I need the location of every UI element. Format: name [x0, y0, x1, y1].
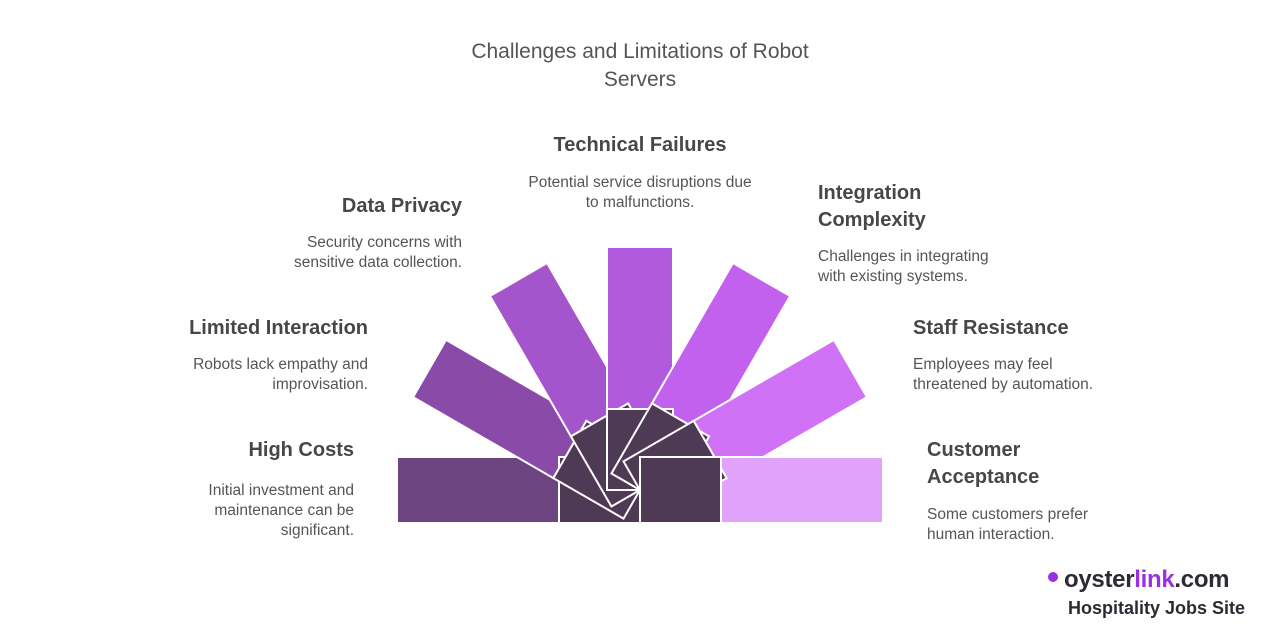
- logo-tagline: Hospitality Jobs Site: [1068, 598, 1246, 618]
- fan-segment-high-costs: [396, 456, 560, 524]
- fan-bar-customer-acceptance: [720, 456, 884, 524]
- desc-technical-failures: Potential service disruptions due to mal…: [528, 174, 752, 211]
- heading-integration-complexity: Integration Complexity: [818, 182, 926, 231]
- diagram-title: Challenges and Limitations of Robot Serv…: [471, 40, 809, 91]
- logo-text-b: link: [1134, 566, 1175, 593]
- desc-integration-complexity: Challenges in integrating with existing …: [818, 248, 989, 285]
- heading-staff-resistance: Staff Resistance: [913, 317, 1069, 339]
- logo-text-a: oyster: [1064, 566, 1135, 593]
- fan-segment-customer-acceptance: [720, 456, 884, 524]
- fan-core-customer-acceptance: [639, 456, 722, 524]
- desc-staff-resistance: Employees may feel threatened by automat…: [913, 356, 1094, 393]
- heading-high-costs: High Costs: [248, 439, 354, 461]
- logo-icon: [1048, 572, 1058, 582]
- fan-bar-high-costs: [396, 456, 560, 524]
- heading-data-privacy: Data Privacy: [341, 195, 462, 217]
- heading-customer-acceptance: Customer Acceptance: [927, 439, 1040, 488]
- desc-limited-interaction: Robots lack empathy and improvisation.: [193, 356, 368, 393]
- heading-limited-interaction: Limited Interaction: [189, 317, 368, 339]
- desc-data-privacy: Security concerns with sensitive data co…: [293, 234, 462, 271]
- desc-high-costs: Initial investment and maintenance can b…: [208, 482, 354, 539]
- logo-text-c: .com: [1174, 566, 1230, 593]
- oysterlink-logo: oysterlink.com: [1048, 566, 1230, 594]
- desc-customer-acceptance: Some customers prefer human interaction.: [927, 506, 1089, 543]
- heading-technical-failures: Technical Failures: [553, 134, 727, 156]
